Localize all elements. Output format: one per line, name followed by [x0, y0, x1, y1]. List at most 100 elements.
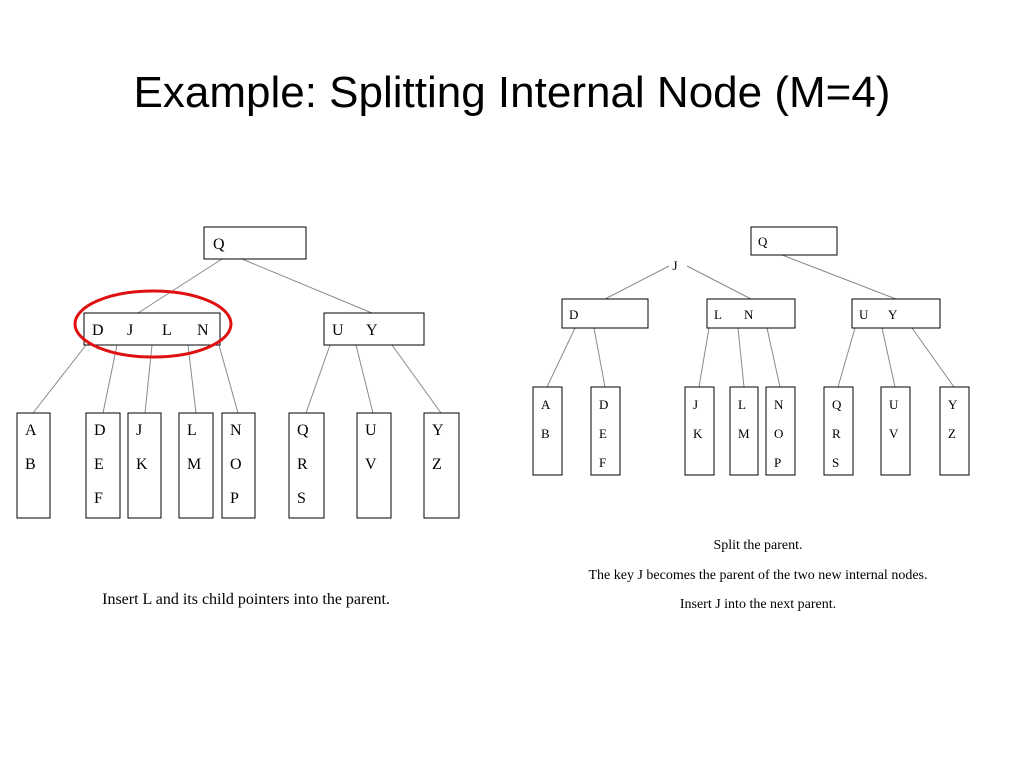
left-leaf-node: AB: [16, 412, 51, 519]
right-internal-node-box: [851, 298, 941, 329]
right-edge: [686, 265, 752, 300]
left-edge: [241, 258, 373, 314]
left-leaf-node-box: [16, 412, 51, 519]
left-leaf-node-key: K: [136, 456, 148, 473]
right-leaf-node-box: [532, 386, 563, 476]
left-internal-0-key: J: [127, 322, 133, 339]
left-leaf-node-key: S: [297, 490, 306, 507]
left-leaf-node-key: Q: [297, 422, 309, 439]
left-leaf-node-key: M: [187, 456, 201, 473]
left-edge: [305, 344, 331, 414]
right-leaf-node-key: V: [889, 426, 899, 441]
right-leaf-node-key: L: [738, 397, 746, 412]
right-root-node-box: [750, 226, 838, 256]
right-internal-2-key: Y: [888, 307, 898, 322]
right-leaf-node-key: N: [774, 397, 784, 412]
right-edge: [604, 265, 670, 300]
right-leaf-node: YZ: [939, 386, 970, 476]
right-edge: [911, 327, 955, 388]
left-edge: [218, 344, 239, 414]
right-root-node: Q: [750, 226, 838, 256]
right-leaf-node-key: D: [599, 397, 608, 412]
right-internal-0-key: D: [569, 307, 578, 322]
right-edge: [781, 254, 897, 300]
right-leaf-node-box: [939, 386, 970, 476]
left-internal-0-key: D: [92, 322, 104, 339]
promoted-key: J: [672, 258, 677, 273]
right-leaf-node-key: K: [693, 426, 703, 441]
right-edge: [766, 327, 781, 388]
left-caption: Insert L and its child pointers into the…: [102, 591, 390, 608]
right-caption-line: Split the parent.: [713, 538, 802, 553]
left-leaf-node-box: [178, 412, 214, 519]
right-leaf-node-key: J: [693, 397, 698, 412]
right-leaf-node-key: F: [599, 455, 606, 470]
right-edge: [881, 327, 896, 388]
right-leaf-node: LM: [729, 386, 759, 476]
right-leaf-node-key: B: [541, 426, 550, 441]
right-edge: [737, 327, 745, 388]
left-leaf-node: QRS: [288, 412, 325, 519]
right-leaf-node-box: [590, 386, 621, 476]
right-leaf-node-box: [729, 386, 759, 476]
left-leaf-node: YZ: [423, 412, 460, 519]
left-leaf-node-key: Z: [432, 456, 442, 473]
right-leaf-node-key: S: [832, 455, 839, 470]
left-leaf-node-key: Y: [432, 422, 444, 439]
right-internal-node: D: [561, 298, 649, 329]
left-leaf-node-key: O: [230, 456, 242, 473]
left-leaf-node-key: L: [187, 422, 197, 439]
left-leaf-node-box: [423, 412, 460, 519]
right-leaf-node-key: Y: [948, 397, 958, 412]
right-edge: [593, 327, 606, 388]
left-leaf-node: NOP: [221, 412, 256, 519]
left-internal-0-key: N: [197, 322, 209, 339]
left-root-key: Q: [213, 236, 225, 253]
right-leaf-node: UV: [880, 386, 911, 476]
left-leaf-node-key: V: [365, 456, 377, 473]
right-leaf-node-key: Q: [832, 397, 842, 412]
right-leaf-node-key: U: [889, 397, 899, 412]
right-edge: [546, 327, 576, 388]
right-leaf-node-key: P: [774, 455, 781, 470]
left-leaf-node-box: [127, 412, 162, 519]
left-internal-node-box: [83, 312, 221, 346]
right-leaf-node: NOP: [765, 386, 796, 476]
right-leaf-node-key: A: [541, 397, 551, 412]
left-leaf-node: DEF: [85, 412, 121, 519]
right-internal-node-box: [561, 298, 649, 329]
left-leaf-node: JK: [127, 412, 162, 519]
right-caption-line: The key J becomes the parent of the two …: [588, 568, 927, 583]
left-leaf-node-box: [85, 412, 121, 519]
slide-title: Example: Splitting Internal Node (M=4): [133, 68, 891, 117]
right-leaf-node: DEF: [590, 386, 621, 476]
right-leaf-node-box: [880, 386, 911, 476]
left-edge: [187, 344, 197, 414]
left-leaf-node-key: N: [230, 422, 242, 439]
left-leaf-node-key: U: [365, 422, 377, 439]
left-leaf-node-key: P: [230, 490, 239, 507]
right-leaf-node: AB: [532, 386, 563, 476]
left-leaf-node-key: F: [94, 490, 103, 507]
right-leaf-node: QRS: [823, 386, 854, 476]
left-internal-1-key: Y: [366, 322, 378, 339]
right-internal-node-box: [706, 298, 796, 329]
highlight-ellipse: [73, 289, 233, 359]
left-root-node-box: [203, 226, 307, 260]
right-root-key: Q: [758, 234, 768, 249]
right-leaf-node-box: [823, 386, 854, 476]
left-leaf-node-box: [221, 412, 256, 519]
left-edge: [137, 258, 223, 314]
right-edge: [837, 327, 856, 388]
left-leaf-node-box: [356, 412, 392, 519]
right-leaf-node: JK: [684, 386, 715, 476]
left-internal-node-box: [323, 312, 425, 346]
left-internal-0-key: L: [162, 322, 172, 339]
right-leaf-node-key: M: [738, 426, 750, 441]
left-leaf-node: UV: [356, 412, 392, 519]
